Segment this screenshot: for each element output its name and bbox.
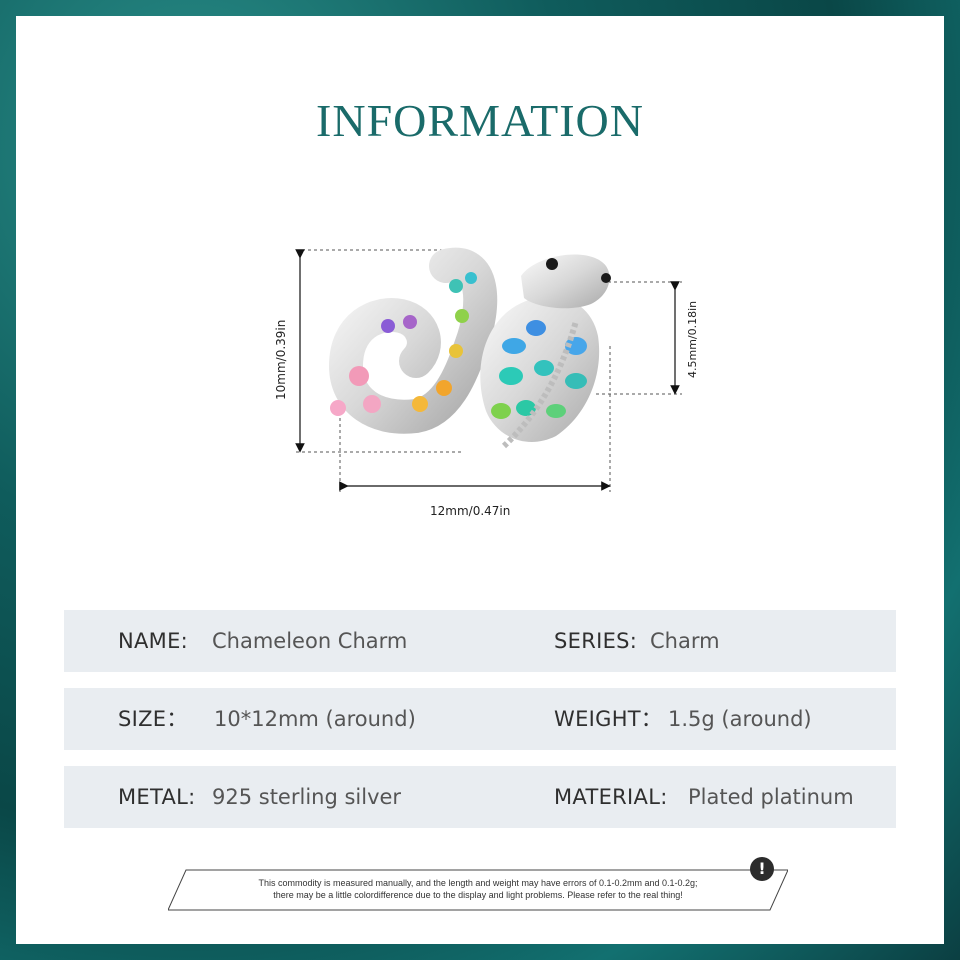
chameleon-body <box>480 254 611 449</box>
product-figure: 10mm/0.39in 4.5mm/0.18in 12mm/0.47in <box>16 16 944 576</box>
material-value: Plated platinum <box>688 785 854 809</box>
head-height-label: 4.5mm/0.18in <box>686 300 699 378</box>
series-key: SERIES: <box>554 629 638 653</box>
notice-line-2: there may be a little colordifference du… <box>273 890 683 900</box>
size-key: SIZE： <box>118 707 188 731</box>
metal-value: 925 sterling silver <box>212 785 402 809</box>
chameleon-tail <box>328 247 498 434</box>
name-key: NAME: <box>118 629 189 653</box>
notice-line-1: This commodity is measured manually, and… <box>258 878 698 888</box>
height-label: 10mm/0.39in <box>274 319 288 400</box>
info-card: INFORMATION <box>16 16 944 944</box>
metal-key: METAL: <box>118 785 196 809</box>
weight-value: 1.5g (around) <box>668 707 812 731</box>
material-key: MATERIAL: <box>554 785 668 809</box>
page-title: INFORMATION <box>316 95 644 146</box>
name-value: Chameleon Charm <box>212 629 408 653</box>
spec-row-name: NAME: Chameleon Charm SERIES: Charm <box>64 610 896 672</box>
size-value: 10*12mm (around) <box>214 707 416 731</box>
disclaimer-notice: This commodity is measured manually, and… <box>168 868 788 912</box>
notice-frame <box>168 869 788 911</box>
width-label: 12mm/0.47in <box>430 504 511 518</box>
notice-text: This commodity is measured manually, and… <box>198 877 758 901</box>
weight-key: WEIGHT： <box>554 707 663 731</box>
warning-icon: ! <box>750 857 774 881</box>
spec-row-size: SIZE： 10*12mm (around) WEIGHT： 1.5g (aro… <box>64 688 896 750</box>
chameleon-charm-image <box>295 247 682 492</box>
series-value: Charm <box>650 629 720 653</box>
spec-row-metal: METAL: 925 sterling silver MATERIAL: Pla… <box>64 766 896 828</box>
